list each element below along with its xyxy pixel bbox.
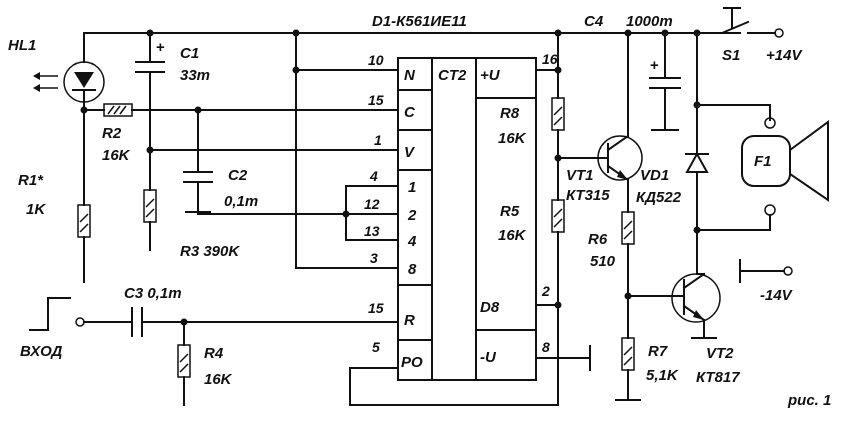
r2-ref-label: R2 bbox=[102, 125, 122, 142]
r3-label: R3 390K bbox=[180, 243, 240, 260]
r1-value-label: 1K bbox=[26, 201, 46, 218]
s1-switch bbox=[696, 7, 784, 38]
pin-name-plus-u: +U bbox=[480, 67, 501, 84]
r8-value-label: 16K bbox=[498, 130, 527, 147]
vt1-transistor bbox=[557, 134, 643, 182]
pin-name-1: 1 bbox=[408, 179, 416, 196]
pin-num-12: 12 bbox=[364, 196, 380, 212]
vt2-ref-label: VT2 bbox=[706, 345, 734, 362]
figure-caption: рис. 1 bbox=[787, 392, 831, 409]
c3-label: C3 0,1m bbox=[124, 285, 182, 302]
pin-num-4: 4 bbox=[369, 168, 378, 184]
vt2-type-label: КТ817 bbox=[696, 369, 740, 386]
pin-name-d8: D8 bbox=[480, 299, 500, 316]
pin-num-16: 16 bbox=[542, 51, 558, 67]
c2-capacitor bbox=[183, 109, 213, 213]
r4-ref-label: R4 bbox=[204, 345, 224, 362]
pin-name-c: C bbox=[404, 104, 416, 121]
pin-num-1: 1 bbox=[374, 132, 382, 148]
c4-ref-label: C4 bbox=[584, 13, 604, 30]
pin-num-15b: 15 bbox=[368, 300, 384, 316]
c1-capacitor: + bbox=[135, 32, 165, 191]
vminus-label: -14V bbox=[760, 287, 794, 304]
vd1-type-label: КД522 bbox=[636, 189, 682, 206]
r1-ref-label: R1* bbox=[18, 172, 44, 189]
pin-num-5: 5 bbox=[372, 339, 380, 355]
c3-capacitor bbox=[131, 307, 143, 337]
vt2-transistor bbox=[627, 272, 721, 323]
f1-label: F1 bbox=[754, 153, 772, 170]
pin-num-10: 10 bbox=[368, 52, 384, 68]
pin-name-2: 2 bbox=[407, 207, 417, 224]
c2-value-label: 0,1m bbox=[224, 193, 258, 210]
r5-value-label: 16K bbox=[498, 227, 527, 244]
pin-name-r: R bbox=[404, 312, 415, 329]
pin-num-13: 13 bbox=[364, 223, 380, 239]
ic-type-label: CT2 bbox=[438, 67, 467, 84]
s1-label: S1 bbox=[722, 47, 740, 64]
c2-ref-label: C2 bbox=[228, 167, 248, 184]
f1-speaker bbox=[696, 104, 829, 231]
c4-capacitor: + bbox=[649, 32, 681, 131]
r8-ref-label: R8 bbox=[500, 105, 520, 122]
pin-name-4: 4 bbox=[407, 233, 417, 250]
c1-value-label: 33m bbox=[180, 67, 210, 84]
vplus-label: +14V bbox=[766, 47, 803, 64]
input-terminal bbox=[29, 297, 133, 331]
ic-d1 bbox=[397, 57, 537, 381]
ic-title: D1-К561ИЕ11 bbox=[372, 13, 467, 30]
pin-name-minus-u: -U bbox=[480, 349, 497, 366]
r6-ref-label: R6 bbox=[588, 231, 608, 248]
c1-ref-label: C1 bbox=[180, 45, 199, 62]
pin-num-8: 8 bbox=[542, 339, 550, 355]
pin-name-n: N bbox=[404, 67, 416, 84]
r4-value-label: 16K bbox=[204, 371, 233, 388]
svg-text:+: + bbox=[650, 57, 659, 74]
r1-resistor bbox=[77, 204, 91, 238]
pin-num-2: 2 bbox=[541, 283, 550, 299]
r2-value-label: 16K bbox=[102, 147, 131, 164]
r8-resistor bbox=[551, 97, 565, 131]
hl1-label: HL1 bbox=[8, 37, 36, 54]
c4-value-label: 1000m bbox=[626, 13, 673, 30]
r6-value-label: 510 bbox=[590, 253, 616, 270]
pin-num-3: 3 bbox=[370, 250, 378, 266]
pin-name-v: V bbox=[404, 144, 416, 161]
vt1-ref-label: VT1 bbox=[566, 167, 594, 184]
input-label: ВХОД bbox=[20, 343, 63, 360]
r5-ref-label: R5 bbox=[500, 203, 520, 220]
r4-resistor bbox=[177, 344, 191, 378]
pin-num-15a: 15 bbox=[368, 92, 384, 108]
r6-resistor bbox=[621, 211, 635, 245]
hl1-led bbox=[33, 32, 105, 206]
svg-text:+: + bbox=[156, 39, 165, 56]
pin-name-po: PO bbox=[401, 354, 423, 371]
vd1-ref-label: VD1 bbox=[640, 167, 669, 184]
pin-name-8: 8 bbox=[408, 261, 417, 278]
r7-resistor bbox=[621, 337, 635, 371]
vt1-type-label: КТ315 bbox=[566, 187, 610, 204]
r5-resistor bbox=[551, 199, 565, 233]
r7-value-label: 5,1K bbox=[646, 367, 679, 384]
r2-resistor bbox=[103, 103, 133, 117]
vd1-diode bbox=[685, 151, 709, 173]
r3-resistor bbox=[143, 189, 157, 223]
r7-ref-label: R7 bbox=[648, 343, 668, 360]
minus-supply-terminal bbox=[739, 259, 793, 283]
